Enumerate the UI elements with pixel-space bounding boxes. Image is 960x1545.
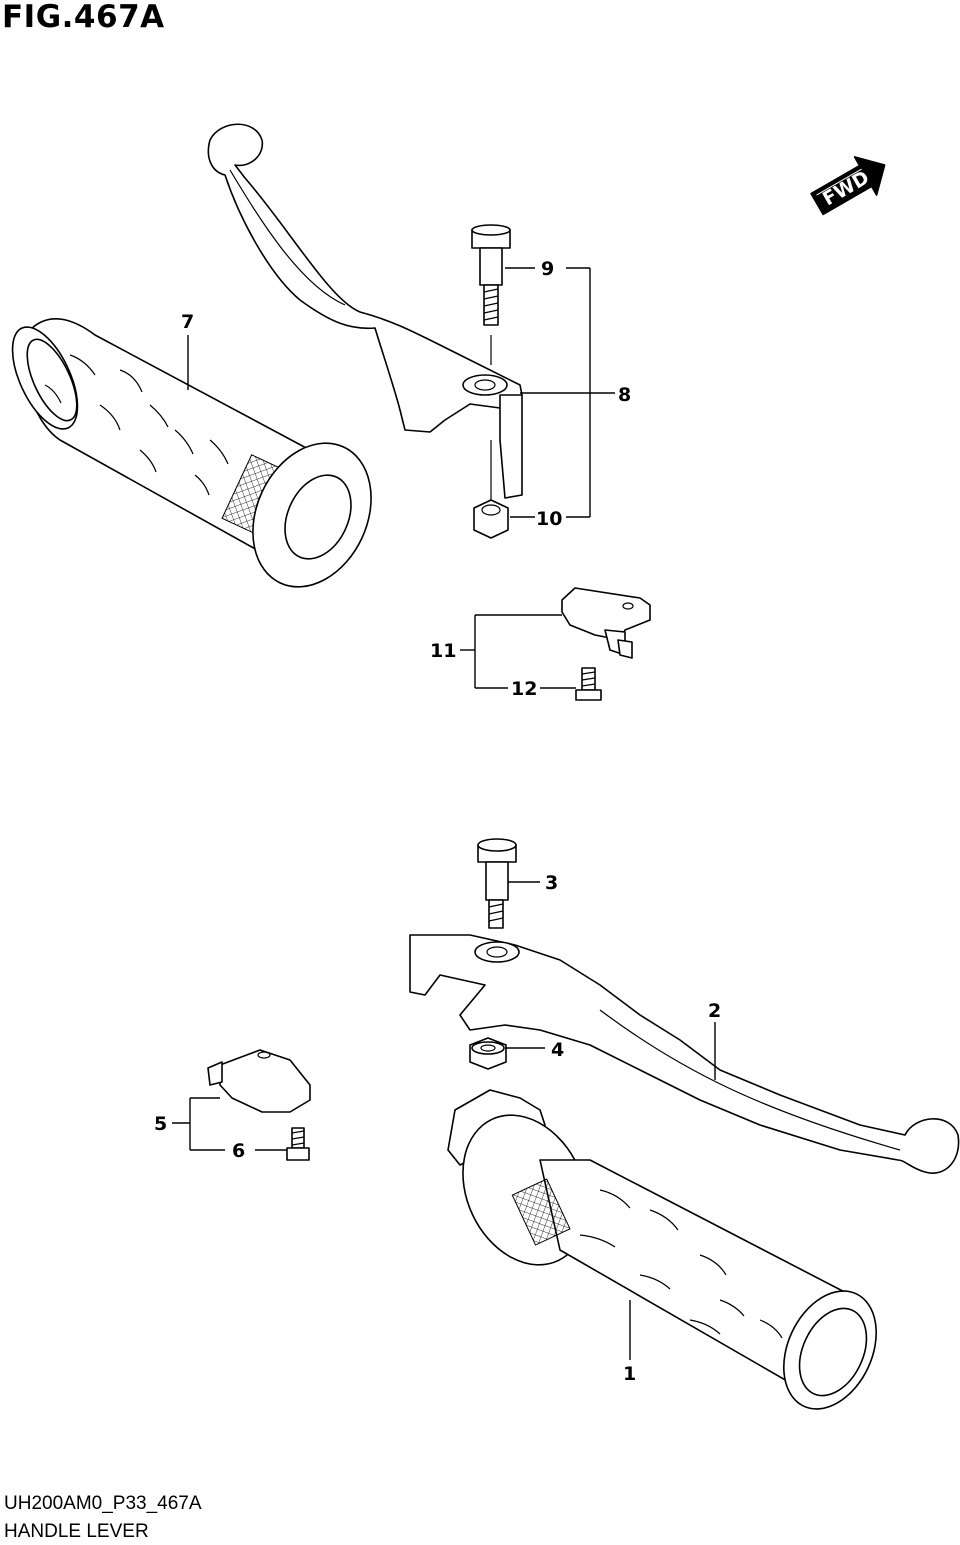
lower-lever xyxy=(409,934,960,1174)
lower-callout-leads xyxy=(172,881,716,1360)
callout-8: 8 xyxy=(618,384,631,406)
upper-pivot-bolt xyxy=(471,224,511,365)
upper-nut xyxy=(473,440,509,539)
lower-pivot-bolt xyxy=(477,838,517,929)
throttle-grip xyxy=(447,1089,878,1410)
callout-5: 5 xyxy=(154,1113,167,1135)
fwd-arrow-badge: FWD xyxy=(810,156,886,216)
upper-callout-leads xyxy=(187,267,615,689)
left-grip xyxy=(11,318,372,588)
callout-11: 11 xyxy=(430,640,456,662)
lower-switch xyxy=(207,1049,311,1161)
figure-name: HANDLE LEVER xyxy=(4,1521,149,1542)
callout-7: 7 xyxy=(181,311,194,333)
callout-9: 9 xyxy=(541,258,554,280)
upper-switch xyxy=(561,587,651,701)
callout-4: 4 xyxy=(551,1039,564,1061)
callout-10: 10 xyxy=(536,508,562,530)
upper-lever xyxy=(207,123,523,499)
figure-code: UH200AM0_P33_467A xyxy=(4,1493,202,1514)
callout-3: 3 xyxy=(545,872,558,894)
callout-2: 2 xyxy=(708,1000,721,1022)
lower-nut xyxy=(469,1037,507,1070)
callout-12: 12 xyxy=(511,678,537,700)
callout-1: 1 xyxy=(623,1363,636,1385)
callout-6: 6 xyxy=(232,1140,245,1162)
figure-title: FIG.467A xyxy=(2,0,165,35)
